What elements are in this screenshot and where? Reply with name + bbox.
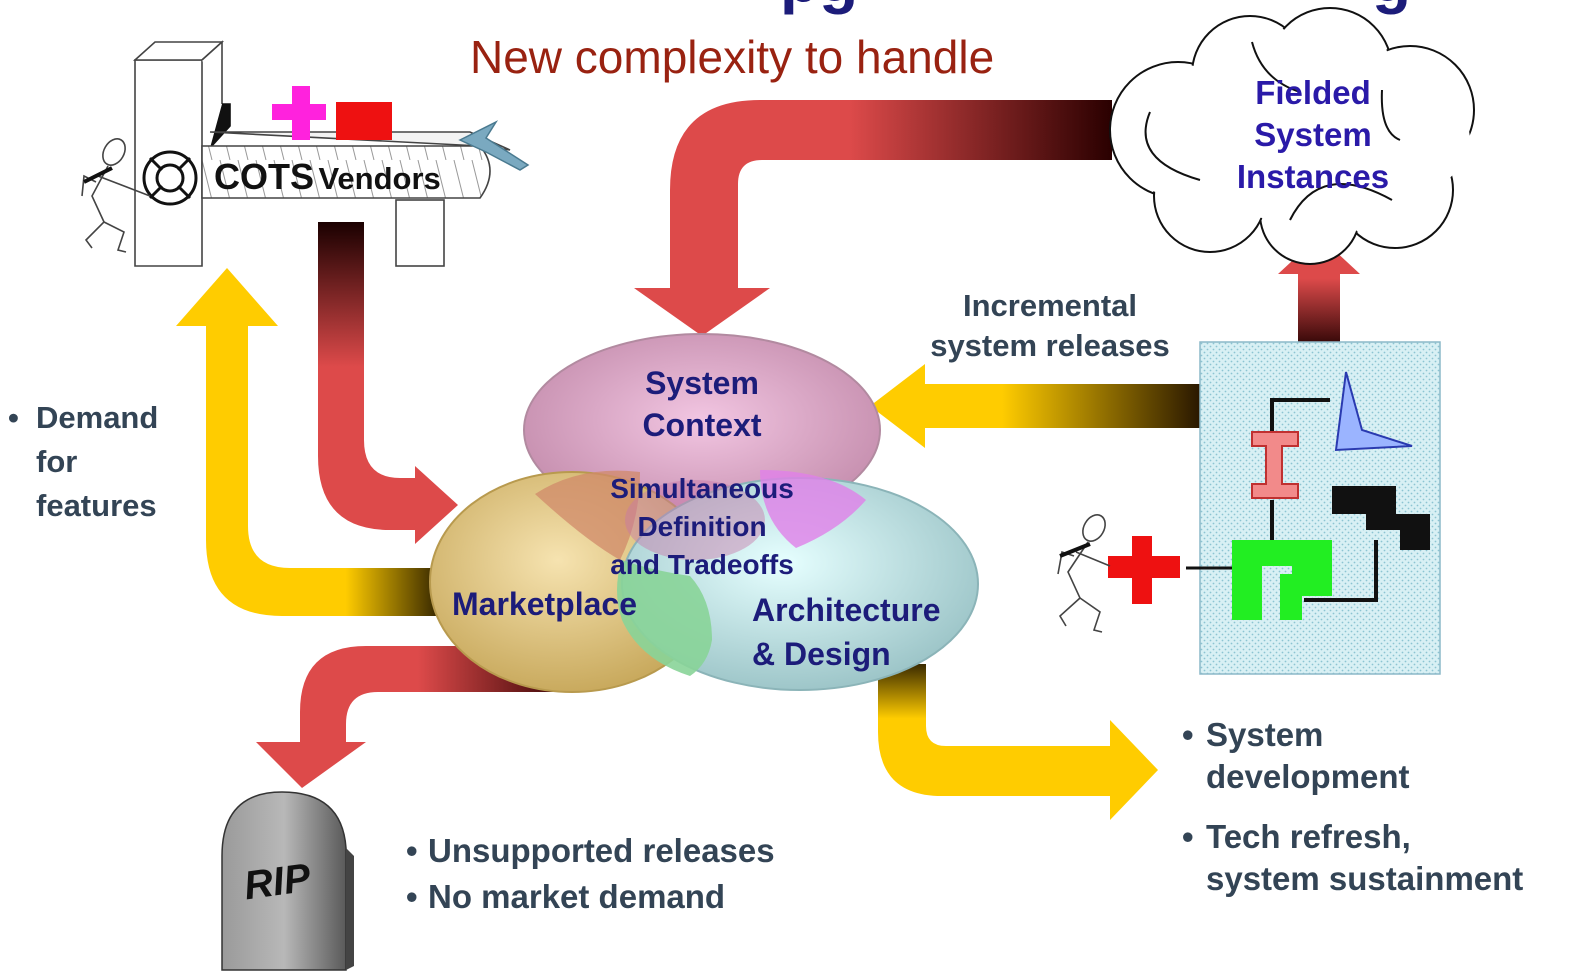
cots-label-sub: Vendors: [318, 161, 441, 196]
incremental-line: Incremental: [962, 288, 1137, 323]
architecture-line: & Design: [752, 636, 891, 672]
development-text: System: [1206, 716, 1324, 753]
cloud-fill: [1112, 10, 1472, 262]
development-item: • System development: [1182, 714, 1523, 798]
bullet: •: [1182, 716, 1194, 753]
development-text: system sustainment: [1206, 860, 1524, 897]
gate-icon: [1232, 540, 1332, 620]
title-fragment: pg: [780, 0, 858, 16]
incremental-line: system releases: [930, 328, 1170, 363]
unsupported-list: • Unsupported releases • No market deman…: [406, 828, 775, 920]
system-board: [1199, 341, 1441, 675]
plus-icon: [272, 86, 326, 140]
system-context-line: System: [645, 365, 759, 401]
demand-label: • Demand for features: [8, 396, 158, 528]
worker-figure-icon: [81, 138, 151, 253]
venn-center-label: Simultaneous Definition and Tradeoffs: [574, 470, 830, 584]
architecture-label: Architecture & Design: [752, 588, 941, 676]
bullet: •: [8, 400, 19, 435]
tombstone-icon: [221, 791, 354, 971]
marketplace-label: Marketplace: [452, 586, 637, 622]
cots-label-main: COTS: [214, 156, 315, 197]
red-block-icon: [336, 102, 392, 140]
incremental-arrow: [870, 364, 1200, 448]
unsupported-item: • Unsupported releases: [406, 828, 775, 874]
staircase-icon: [1332, 486, 1430, 550]
unsupported-item: • No market demand: [406, 874, 775, 920]
i-beam-icon: [1251, 431, 1299, 499]
bullet: •: [406, 832, 418, 869]
subtitle: New complexity to handle: [470, 31, 995, 83]
wheel-icon: [142, 150, 198, 206]
title-fragment-right: g: [1372, 0, 1411, 16]
architecture-line: Architecture: [752, 592, 941, 628]
cloud-label-line: Fielded: [1255, 74, 1371, 111]
unsupported-text: No market demand: [428, 878, 726, 915]
incremental-label: Incremental system releases: [900, 286, 1200, 366]
cots-label: COTS Vendors: [214, 156, 441, 198]
unsupported-text: Unsupported releases: [428, 832, 775, 869]
demand-line: features: [36, 488, 157, 523]
builder-figure-icon: [1057, 514, 1111, 633]
demand-arrow: [176, 268, 437, 616]
cloud-label-line: Instances: [1236, 158, 1390, 195]
bullet: •: [406, 878, 418, 915]
development-text: Tech refresh,: [1206, 818, 1411, 855]
cloud-inner-lines: [1144, 41, 1401, 221]
demand-item: • Demand: [8, 396, 158, 440]
market-arch-overlap: [617, 560, 712, 676]
rip-label: RIP: [241, 855, 314, 909]
demand-line: for: [36, 444, 78, 479]
context-market-overlap: [535, 470, 640, 560]
venn-center-line: and Tradeoffs: [610, 549, 794, 580]
system-context-line: Context: [642, 407, 762, 443]
center-overlap: [625, 480, 765, 560]
red-cross-icon: [1108, 536, 1180, 604]
development-item: • Tech refresh, system sustainment: [1182, 816, 1523, 900]
system-context-label: System Context: [604, 362, 800, 446]
context-arch-overlap: [760, 470, 866, 548]
system-components: [1186, 371, 1430, 620]
rip-arrow: [256, 646, 580, 788]
vendor-arrow: [318, 222, 458, 544]
development-arrow: [878, 664, 1158, 820]
feedback-arrow: [634, 100, 1112, 336]
venn-center-line: Definition: [637, 511, 767, 542]
venn-center-line: Simultaneous: [610, 473, 794, 504]
cloud-label: Fielded System Instances: [1212, 72, 1414, 198]
development-list: • System development • Tech refresh, sys…: [1182, 714, 1523, 900]
flag-icon: [1334, 371, 1413, 452]
development-text: development: [1206, 758, 1410, 795]
cloud-label-line: System: [1254, 116, 1372, 153]
chute-icon: [458, 120, 530, 171]
bullet: •: [1182, 818, 1194, 855]
demand-line: Demand: [36, 400, 159, 435]
